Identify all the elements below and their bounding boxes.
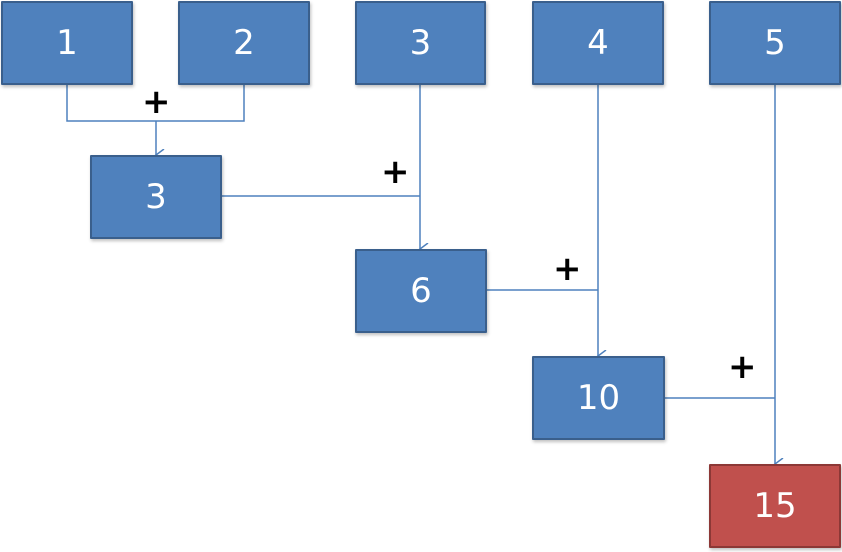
result-box: 15 [709, 464, 841, 548]
sum-box-6: 6 [355, 249, 487, 333]
input-box-1: 1 [1, 1, 133, 85]
plus-sign-2: + [381, 152, 410, 192]
input-box-5: 5 [709, 1, 841, 85]
sum-box-10: 10 [532, 356, 665, 440]
sum-box-3: 3 [90, 155, 222, 239]
input-box-4: 4 [532, 1, 664, 85]
input-box-3: 3 [355, 1, 486, 85]
plus-sign-1: + [142, 82, 171, 122]
plus-sign-4: + [728, 347, 757, 387]
plus-sign-3: + [553, 249, 582, 289]
input-box-2: 2 [178, 1, 310, 85]
